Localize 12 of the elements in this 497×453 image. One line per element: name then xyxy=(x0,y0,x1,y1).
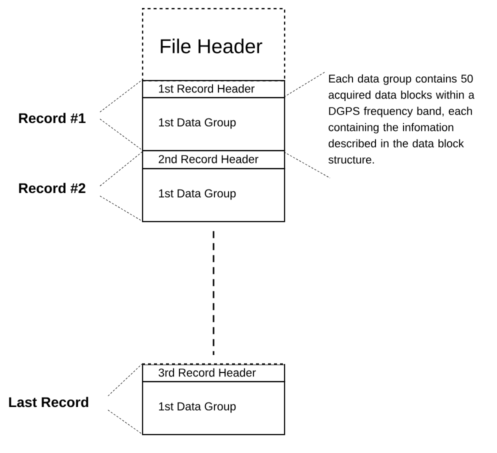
header-box: 2nd Record Header xyxy=(142,150,286,170)
connector-line xyxy=(212,231,214,355)
file-header-box: File Header xyxy=(142,8,286,82)
record-label: Record #2 xyxy=(19,182,86,194)
data-group-box: 1st Data Group xyxy=(142,168,286,222)
data-group-box: 1st Data Group xyxy=(142,381,286,436)
header-box: 1st Record Header xyxy=(142,80,286,98)
record-label: Last Record xyxy=(9,396,88,408)
data-group-box: 1st Data Group xyxy=(142,97,286,152)
note-text: Each data group contains 50 acquired data blocks within a DGPS frequency band, each containing the infomation described in the data block structure. xyxy=(328,74,474,164)
record-label: Record #1 xyxy=(19,112,86,124)
header-box: 3rd Record Header xyxy=(142,363,286,382)
